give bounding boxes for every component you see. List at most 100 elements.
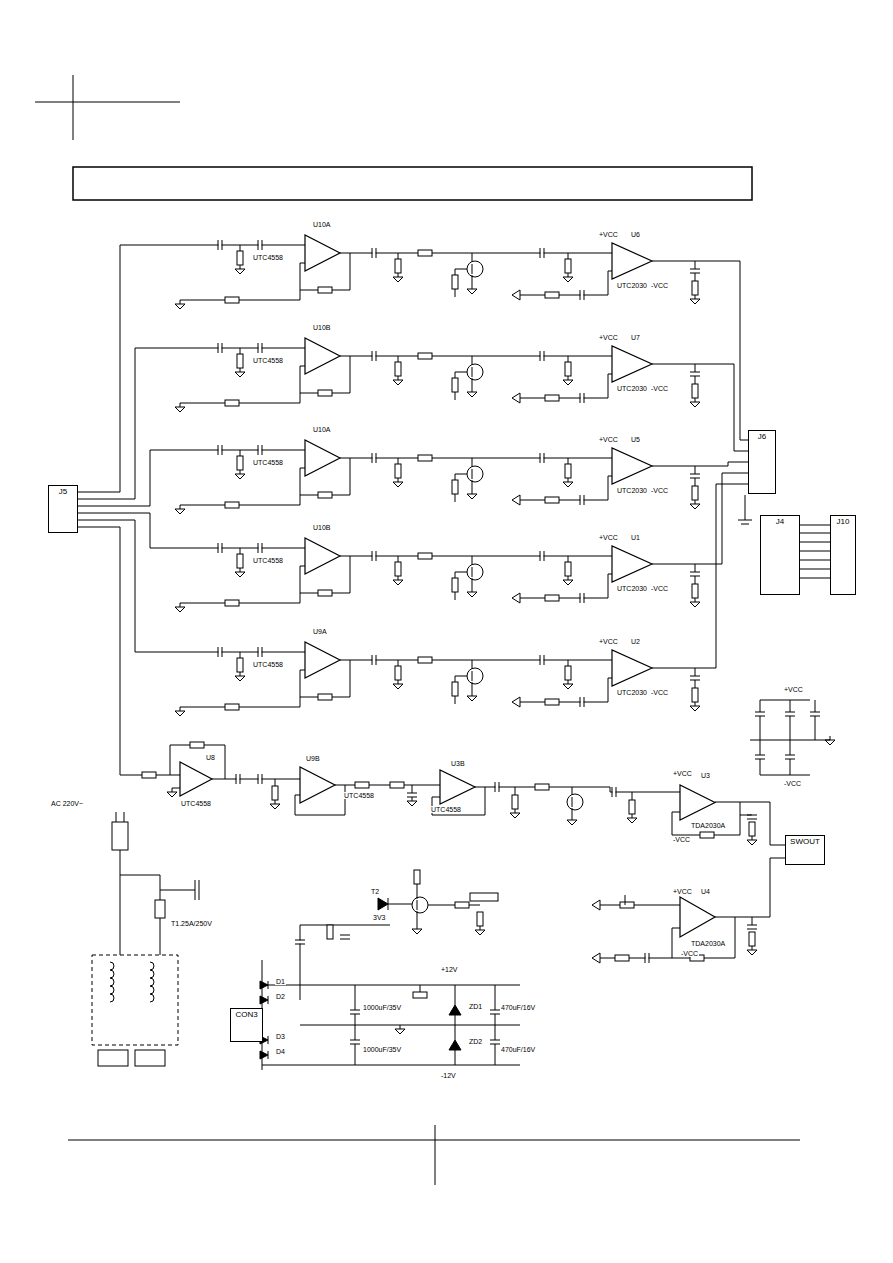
wire: [300, 366, 301, 403]
wire: [540, 453, 541, 463]
wire: [695, 668, 696, 676]
wire: [740, 802, 741, 835]
resistor-symbol: [142, 772, 156, 778]
part-label: -12V: [440, 1072, 457, 1079]
wire: [752, 917, 753, 925]
wire: [472, 264, 473, 274]
wire: [398, 478, 399, 482]
resistor-symbol: [237, 456, 243, 470]
wire: [355, 985, 356, 1010]
part-label: UTC4558: [252, 254, 284, 261]
wire: [695, 598, 696, 602]
transistor-symbol: [412, 897, 428, 913]
wire: [295, 815, 345, 816]
resistor-symbol: [237, 251, 243, 265]
wire: [388, 904, 412, 905]
wire: [258, 647, 259, 657]
wire: [741, 524, 749, 525]
wire: [584, 290, 585, 300]
part-label: -VCC: [680, 950, 699, 957]
wire: [472, 275, 473, 285]
wire: [172, 788, 180, 789]
wire: [722, 473, 723, 564]
wire: [472, 682, 473, 692]
wire: [672, 928, 680, 929]
wire: [695, 478, 696, 486]
wire: [258, 343, 259, 353]
wire: [398, 556, 399, 562]
capacitor-gap: [581, 701, 584, 703]
wire: [690, 676, 700, 677]
wire: [770, 858, 771, 917]
part-label: +VCC: [598, 638, 619, 645]
wire: [544, 551, 545, 561]
resistor-symbol: [390, 782, 404, 788]
wire: [78, 506, 150, 507]
ground-symbol: [825, 740, 835, 745]
wire: [728, 462, 748, 463]
part-label: +VCC: [672, 770, 693, 777]
wire: [120, 527, 121, 775]
wire: [690, 269, 700, 270]
wire: [800, 569, 830, 570]
opamp-symbol: [305, 440, 340, 476]
wire: [695, 295, 696, 299]
wire: [240, 265, 241, 269]
capacitor-gap: [751, 926, 753, 929]
wire: [275, 800, 276, 804]
zener-symbol: [449, 1040, 461, 1050]
ground-symbol: [175, 607, 185, 612]
wire: [455, 474, 467, 475]
wire: [180, 403, 300, 404]
resistor-symbol: [237, 658, 243, 672]
opamp-symbol: [680, 785, 715, 820]
coil-symbol: [110, 970, 114, 978]
wire: [608, 476, 609, 500]
wire: [472, 285, 473, 289]
part-label: UTC4558: [180, 800, 212, 807]
terminal-block: [98, 1050, 128, 1066]
wire: [350, 660, 351, 697]
part-label: D3: [275, 1033, 286, 1040]
resistor-symbol: [318, 694, 332, 700]
wire: [540, 351, 541, 361]
resistor-symbol: [190, 742, 204, 748]
capacitor-gap: [219, 244, 222, 246]
wire: [376, 351, 377, 361]
resistor-symbol: [452, 480, 458, 494]
wire: [572, 808, 573, 816]
wire: [398, 458, 399, 464]
wire: [740, 261, 741, 440]
capacitor-gap: [259, 778, 262, 780]
wire: [350, 1040, 360, 1041]
wire: [417, 885, 418, 899]
part-label: U4: [700, 888, 711, 895]
wire: [600, 905, 680, 906]
wire: [652, 668, 695, 669]
wire: [340, 935, 350, 936]
capacitor-gap: [814, 713, 816, 716]
part-label: U5: [630, 436, 641, 443]
resistor-symbol: [395, 259, 401, 273]
part-label: AC 220V~: [50, 800, 84, 807]
wire: [580, 495, 581, 505]
ground-symbol: [690, 402, 700, 407]
wire: [262, 647, 263, 657]
capacitor-gap: [219, 449, 222, 451]
resistor-symbol: [225, 400, 239, 406]
part-label: T1.25A/250V: [170, 920, 213, 927]
connector-box: CON3: [230, 1008, 263, 1042]
wire: [672, 928, 673, 958]
wire: [695, 500, 696, 504]
wire: [580, 697, 581, 707]
capacitor-gap: [219, 651, 222, 653]
wire: [455, 474, 456, 480]
resistor-symbol: [395, 362, 401, 376]
wire: [632, 792, 633, 800]
part-label: -VCC: [650, 282, 669, 289]
wire: [240, 774, 241, 784]
capacitor-gap: [581, 294, 584, 296]
wire: [568, 680, 569, 684]
wire: [760, 775, 810, 776]
ground-symbol: [510, 813, 520, 818]
